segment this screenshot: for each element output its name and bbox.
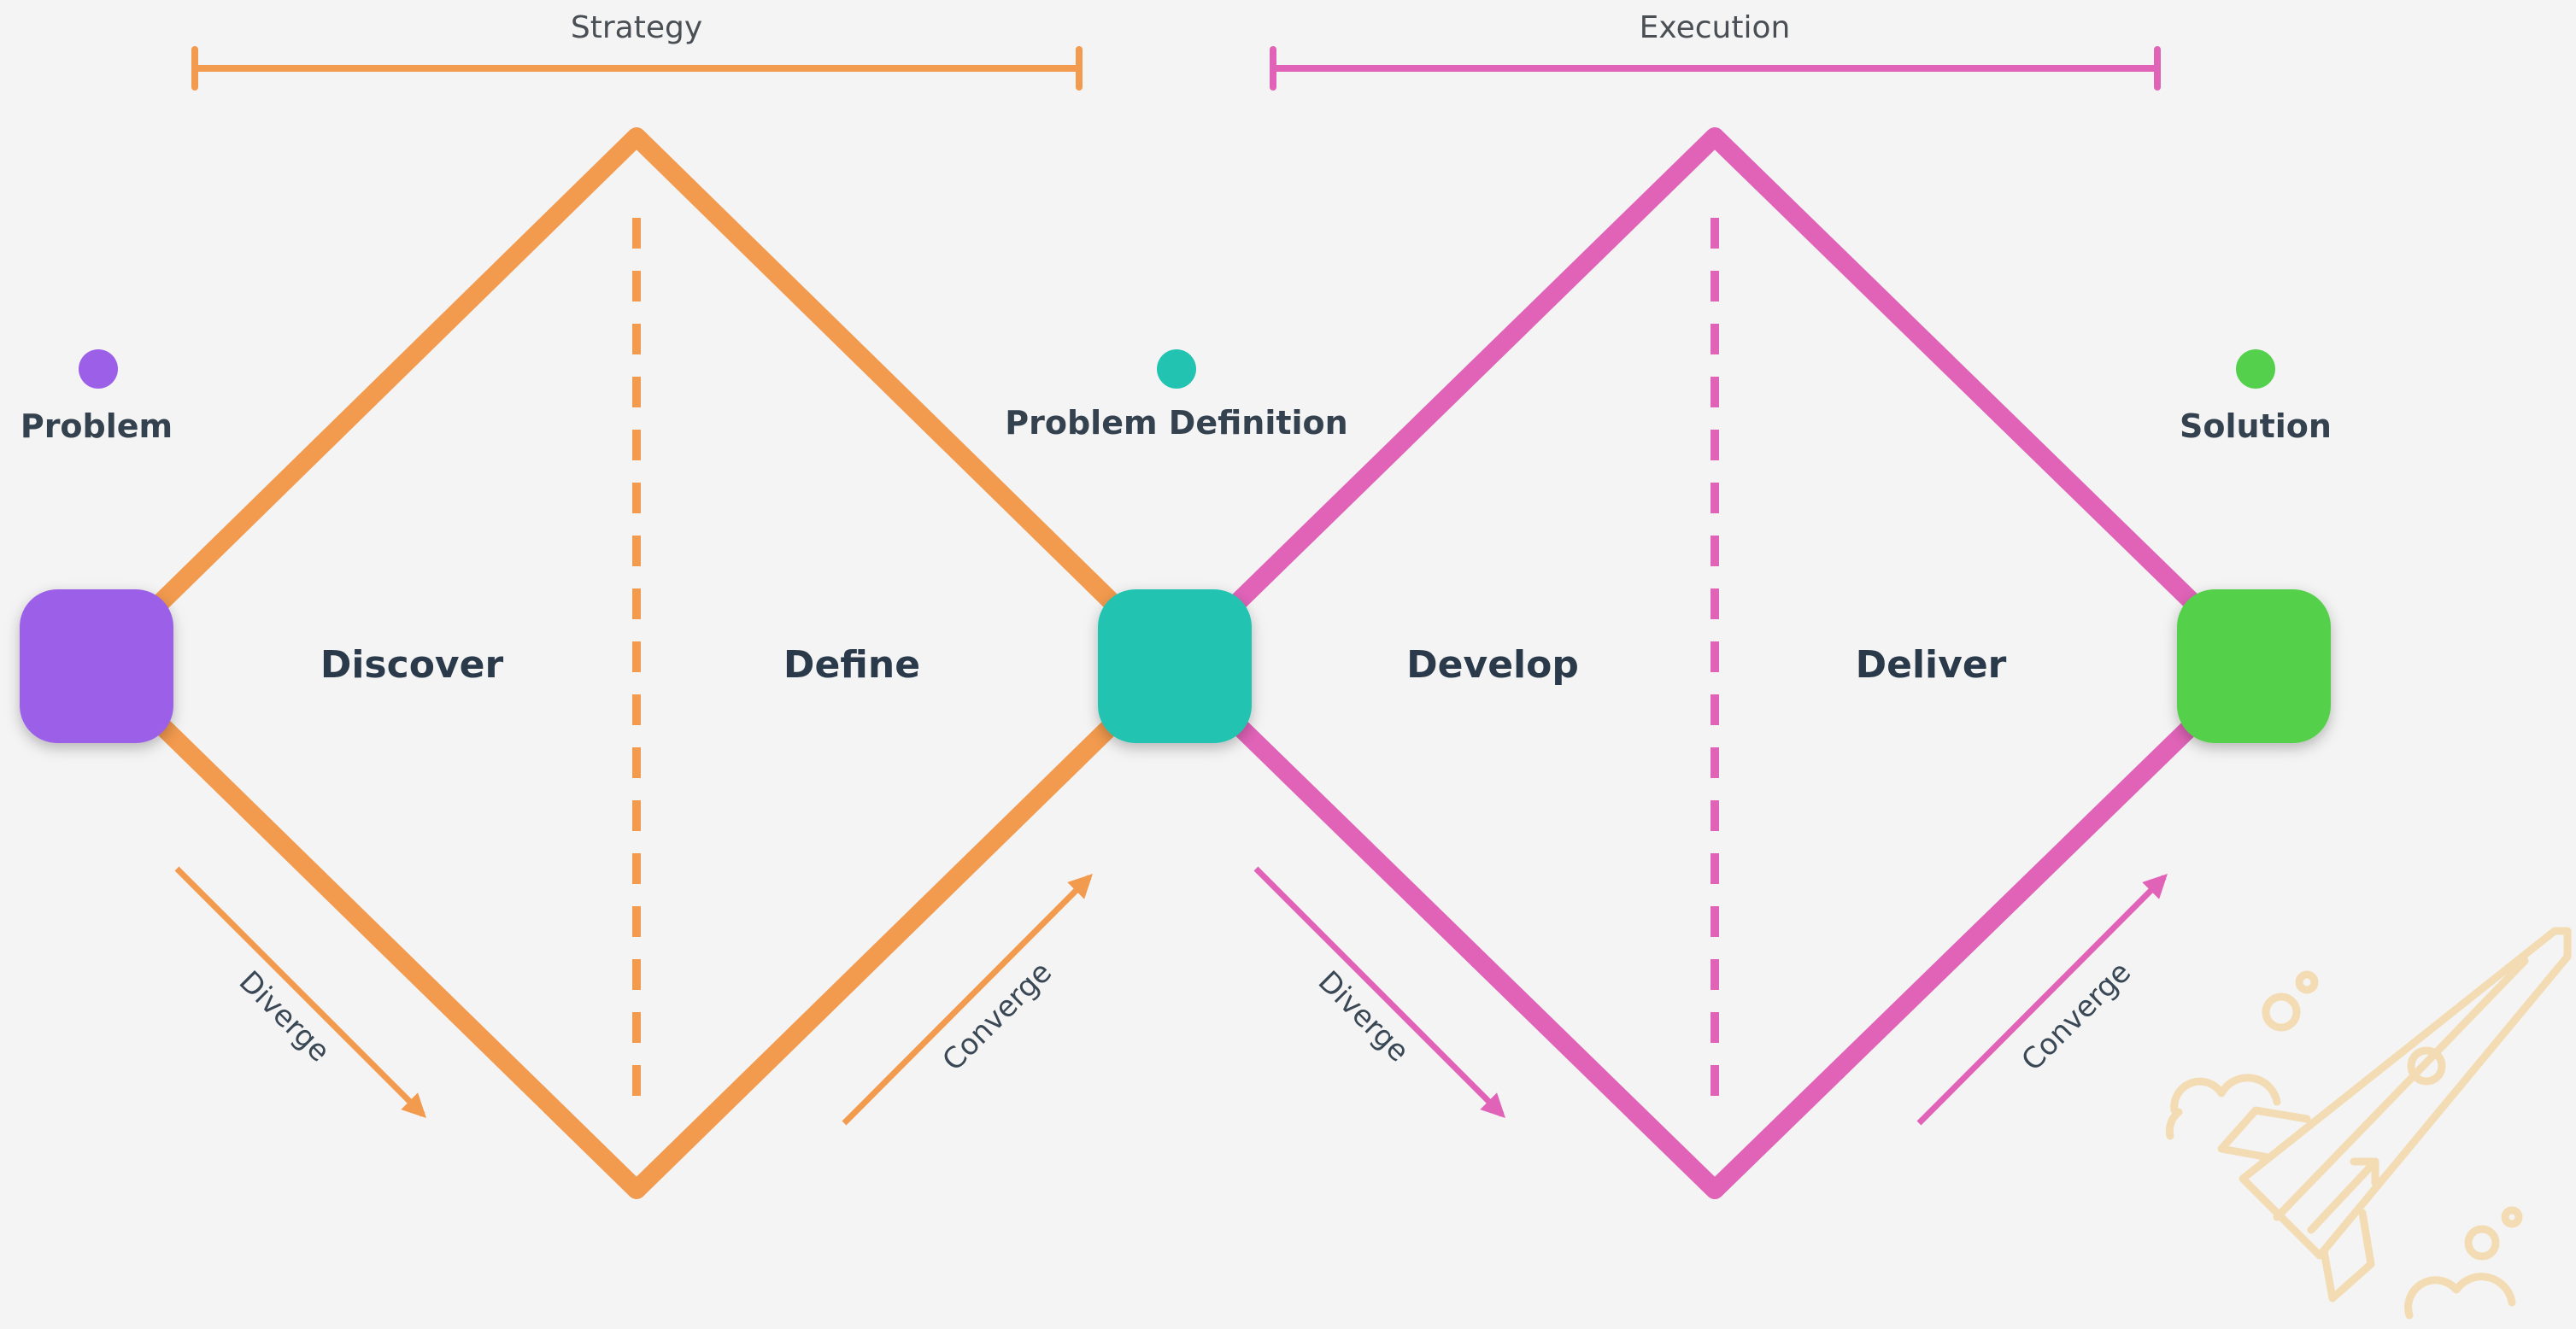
- solution-label: Solution: [2180, 407, 2332, 445]
- diverge-arrow-2: [1253, 866, 1505, 1118]
- rocket-icon: [2165, 927, 2572, 1320]
- problem-definition-dot: [1157, 349, 1196, 389]
- converge-arrow-1: [842, 874, 1093, 1126]
- problem-tile: [20, 589, 173, 743]
- stage-deliver: Deliver: [1856, 643, 2007, 687]
- converge-arrow-2: [1916, 874, 2168, 1126]
- execution-bracket: [1270, 46, 2161, 91]
- solution-tile: [2177, 589, 2331, 743]
- execution-title: Execution: [1640, 10, 1791, 45]
- problem-definition-tile: [1098, 589, 1252, 743]
- converge-label-2: Converge: [2015, 955, 2138, 1078]
- diverge-arrow-1: [174, 866, 426, 1118]
- stage-discover: Discover: [320, 643, 504, 687]
- problem-label: Problem: [21, 407, 173, 445]
- stage-develop: Develop: [1406, 643, 1579, 687]
- problem-definition-label: Problem Definition: [1005, 404, 1347, 442]
- solution-dot: [2236, 349, 2275, 389]
- strategy-title: Strategy: [571, 10, 702, 45]
- stage-define: Define: [783, 643, 920, 687]
- strategy-bracket: [191, 46, 1083, 91]
- problem-dot: [79, 349, 118, 389]
